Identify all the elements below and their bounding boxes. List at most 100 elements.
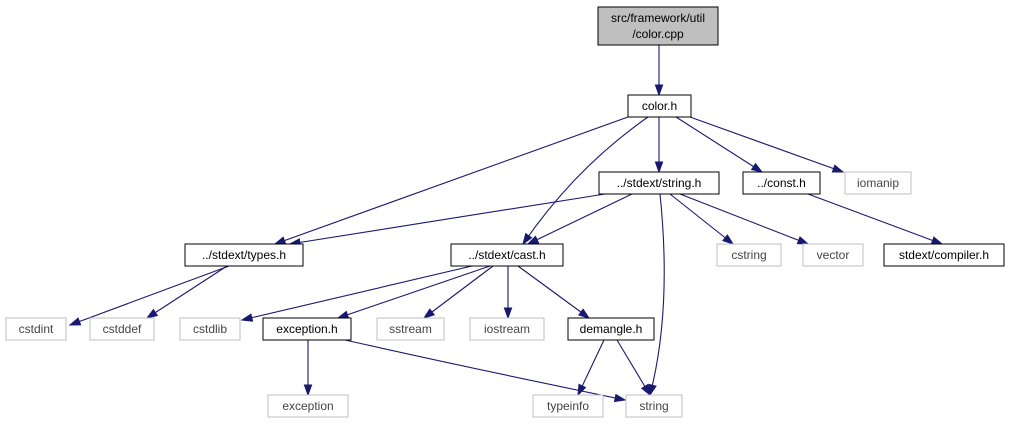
node-label: src/framework/util xyxy=(611,11,705,25)
arrow-head-icon xyxy=(722,234,735,245)
node-iostream: iostream xyxy=(469,317,545,341)
node-label: ../const.h xyxy=(757,176,806,190)
node-box xyxy=(262,317,352,341)
node-demangle-h[interactable]: demangle.h xyxy=(567,317,655,341)
edge-line xyxy=(289,193,606,245)
edge-line xyxy=(423,265,494,319)
node-box xyxy=(450,243,564,267)
node-string-h[interactable]: ../stdext/string.h xyxy=(598,171,720,195)
arrow-head-icon xyxy=(640,383,651,397)
node-box xyxy=(532,394,604,418)
node-box xyxy=(597,6,719,46)
node-label: cstring xyxy=(731,248,766,262)
edge-const_h-to-compiler_h xyxy=(807,193,944,245)
edge-exception_h-to-string xyxy=(344,339,627,403)
node-label: demangle.h xyxy=(580,322,643,336)
node-box xyxy=(716,243,782,267)
arrow-head-icon xyxy=(336,310,350,319)
node-const-h[interactable]: ../const.h xyxy=(742,171,821,195)
arrow-head-icon xyxy=(648,383,657,397)
arrow-head-icon xyxy=(654,84,664,97)
edge-string_h-to-vector xyxy=(679,193,810,245)
edge-line xyxy=(649,193,665,396)
node-box xyxy=(376,317,445,341)
node-box xyxy=(627,94,692,118)
edge-color_h-to-iomanip xyxy=(689,116,845,173)
node-label: ../stdext/cast.h xyxy=(468,248,545,262)
arrow-head-icon xyxy=(577,308,591,319)
arrow-head-icon xyxy=(422,308,436,319)
node-iomanip: iomanip xyxy=(844,171,912,195)
arrow-head-icon xyxy=(831,164,845,173)
edge-line xyxy=(146,265,228,319)
node-cstdint: cstdint xyxy=(5,317,67,341)
node-box xyxy=(802,243,864,267)
arrow-head-icon xyxy=(796,236,810,245)
node-label: /color.cpp xyxy=(632,27,684,41)
edge-string_h-to-types_h xyxy=(288,193,606,247)
edge-color_h-to-types_h xyxy=(273,116,629,245)
node-exception: exception xyxy=(267,394,349,418)
edge-types_h-to-cstdint xyxy=(68,265,230,326)
node-label: cstdint xyxy=(19,322,54,336)
arrow-head-icon xyxy=(145,308,159,319)
edge-line xyxy=(337,265,491,319)
node-label: exception xyxy=(282,399,333,413)
node-label: iostream xyxy=(484,322,530,336)
arrow-head-icon xyxy=(750,162,764,173)
node-label: iomanip xyxy=(857,176,899,190)
node-cstdlib: cstdlib xyxy=(179,317,241,341)
node-label: color.h xyxy=(642,99,677,113)
node-label: typeinfo xyxy=(547,399,589,413)
node-box xyxy=(844,171,912,195)
node-label: string xyxy=(639,399,668,413)
nodes-layer: src/framework/util/color.cpp color.h ../st… xyxy=(5,6,1005,418)
edge-color_h-to-cast_h xyxy=(522,116,649,246)
node-box xyxy=(267,394,349,418)
arrow-head-icon xyxy=(526,235,540,245)
arrow-head-icon xyxy=(303,384,313,397)
arrow-head-icon xyxy=(503,307,513,320)
edge-color_cpp-to-color_h xyxy=(654,45,664,97)
node-sstream: sstream xyxy=(376,317,445,341)
arrow-head-icon xyxy=(240,313,254,322)
node-label: ../stdext/string.h xyxy=(617,176,702,190)
node-color-cpp[interactable]: src/framework/util/color.cpp xyxy=(597,6,719,46)
node-box xyxy=(89,317,155,341)
edge-line xyxy=(616,339,651,396)
edge-line xyxy=(69,265,230,326)
edges-layer xyxy=(68,45,944,403)
edge-string_h-to-cast_h xyxy=(526,193,633,245)
edge-line xyxy=(522,116,649,245)
node-exception-h[interactable]: exception.h xyxy=(262,317,352,341)
arrow-head-icon xyxy=(68,317,82,326)
edge-string_h-to-cstring xyxy=(669,193,735,245)
node-types-h[interactable]: ../stdext/types.h xyxy=(184,243,304,267)
edge-cast_h-to-demangle_h xyxy=(517,265,591,319)
node-cast-h[interactable]: ../stdext/cast.h xyxy=(450,243,564,267)
node-box xyxy=(598,171,720,195)
edge-line xyxy=(689,116,844,173)
node-box xyxy=(469,317,545,341)
node-label: vector xyxy=(817,248,850,262)
edge-line xyxy=(344,339,626,401)
edge-line xyxy=(807,193,943,245)
edge-line xyxy=(669,193,734,245)
node-cstddef: cstddef xyxy=(89,317,155,341)
node-box xyxy=(567,317,655,341)
node-compiler-h[interactable]: stdext/compiler.h xyxy=(883,243,1005,267)
node-box xyxy=(883,243,1005,267)
edge-line xyxy=(679,193,809,245)
node-color-h[interactable]: color.h xyxy=(627,94,692,118)
node-string: string xyxy=(625,394,683,418)
node-label: cstdlib xyxy=(193,322,227,336)
node-label: sstream xyxy=(389,322,432,336)
node-box xyxy=(742,171,821,195)
arrow-head-icon xyxy=(522,232,533,246)
edge-line xyxy=(517,265,590,319)
node-typeinfo: typeinfo xyxy=(532,394,604,418)
edge-color_h-to-string_h xyxy=(654,117,664,174)
node-label: stdext/compiler.h xyxy=(899,248,989,262)
node-box xyxy=(5,317,67,341)
